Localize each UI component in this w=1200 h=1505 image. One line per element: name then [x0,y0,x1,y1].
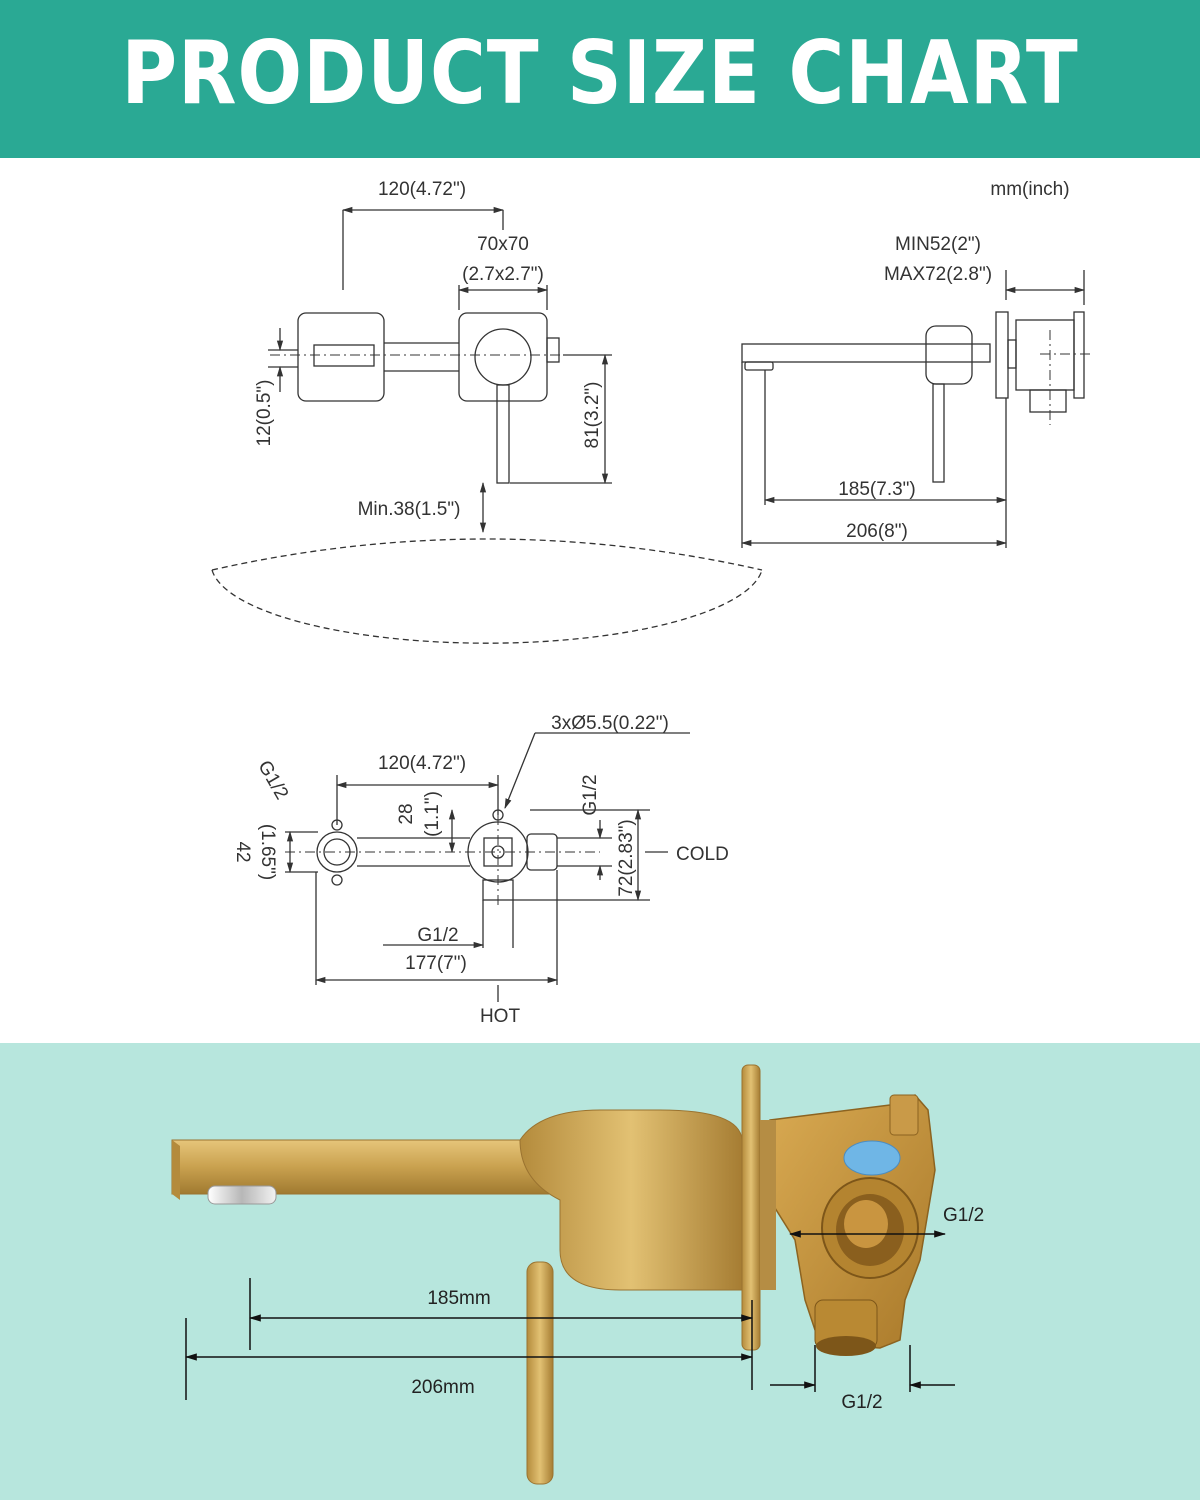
aerator [207,1185,277,1205]
handle-lever [526,1261,554,1485]
valve-view [285,732,690,1002]
cold-label: COLD [676,844,729,865]
valve-dim-42-label: 42 [232,841,253,862]
front-view [211,206,763,644]
valve-dim-28-label: 28 [396,803,417,824]
technical-drawing: 120(4.72") 70x70 (2.7x2.7") 12(0.5") 81(… [211,179,1090,1027]
valve-dim-spacing-label: 120(4.72") [378,753,466,774]
dim-clearance-label: Min.38(1.5") [358,499,461,520]
handle-body [519,1109,743,1291]
technical-drawing-panel: 120(4.72") 70x70 (2.7x2.7") 12(0.5") 81(… [0,158,1200,1043]
side-wall-plate [995,311,1009,399]
photo-g12-bottom-label: G1/2 [841,1392,882,1413]
dim-spout-height-label: 12(0.5") [254,380,275,447]
unit-note: mm(inch) [990,179,1069,200]
dim-spout-reach-label: 185(7.3") [838,479,916,500]
handle-lever [496,384,510,484]
dim-plate-size-label: 70x70 [477,234,529,255]
blue-cold-cap [843,1140,901,1176]
dim-total-length-label: 206(8") [846,521,908,542]
valve-dim-177-label: 177(7") [405,953,467,974]
page-title: PRODUCT SIZE CHART [121,21,1079,124]
title-banner: PRODUCT SIZE CHART [0,0,1200,158]
side-handle-body [925,325,973,385]
valve-g12-left-label: G1/2 [253,757,292,803]
dim-min-depth-label: MIN52(2") [895,234,981,255]
valve-dim-28-inch-label: (1.1") [422,791,443,837]
product-photo-panel: 185mm 206mm G1/2 G1/2 [0,1043,1200,1500]
dim-spacing-label: 120(4.72") [378,179,466,200]
side-spout [741,343,991,363]
valve-g12-bottom-label: G1/2 [417,925,458,946]
hot-label: HOT [480,1006,521,1027]
valve-g12-right-label: G1/2 [580,774,601,815]
side-handle-lever [932,383,945,483]
brass-valve-body [769,1094,936,1356]
handle-body [474,328,532,386]
side-valve-body [1015,319,1075,391]
product-photo: 185mm 206mm G1/2 G1/2 [171,1064,984,1485]
photo-dim-206-label: 206mm [411,1377,474,1398]
dim-plate-size-inch-label: (2.7x2.7") [462,264,544,285]
photo-g12-side-label: G1/2 [943,1205,984,1226]
handle-plate [458,312,548,402]
side-view [740,270,1090,548]
spout-plate [297,312,385,402]
dim-max-depth-label: MAX72(2.8") [884,264,992,285]
dim-handle-length-label: 81(3.2") [582,382,603,449]
photo-dim-185-label: 185mm [427,1288,490,1309]
dim-holes-label: 3xØ5.5(0.22") [551,713,669,734]
wall-plate [741,1064,761,1351]
valve-dim-72-label: 72(2.83") [616,819,637,897]
left-inlet [316,831,358,873]
valve-dim-42-inch-label: (1.65") [257,824,278,880]
